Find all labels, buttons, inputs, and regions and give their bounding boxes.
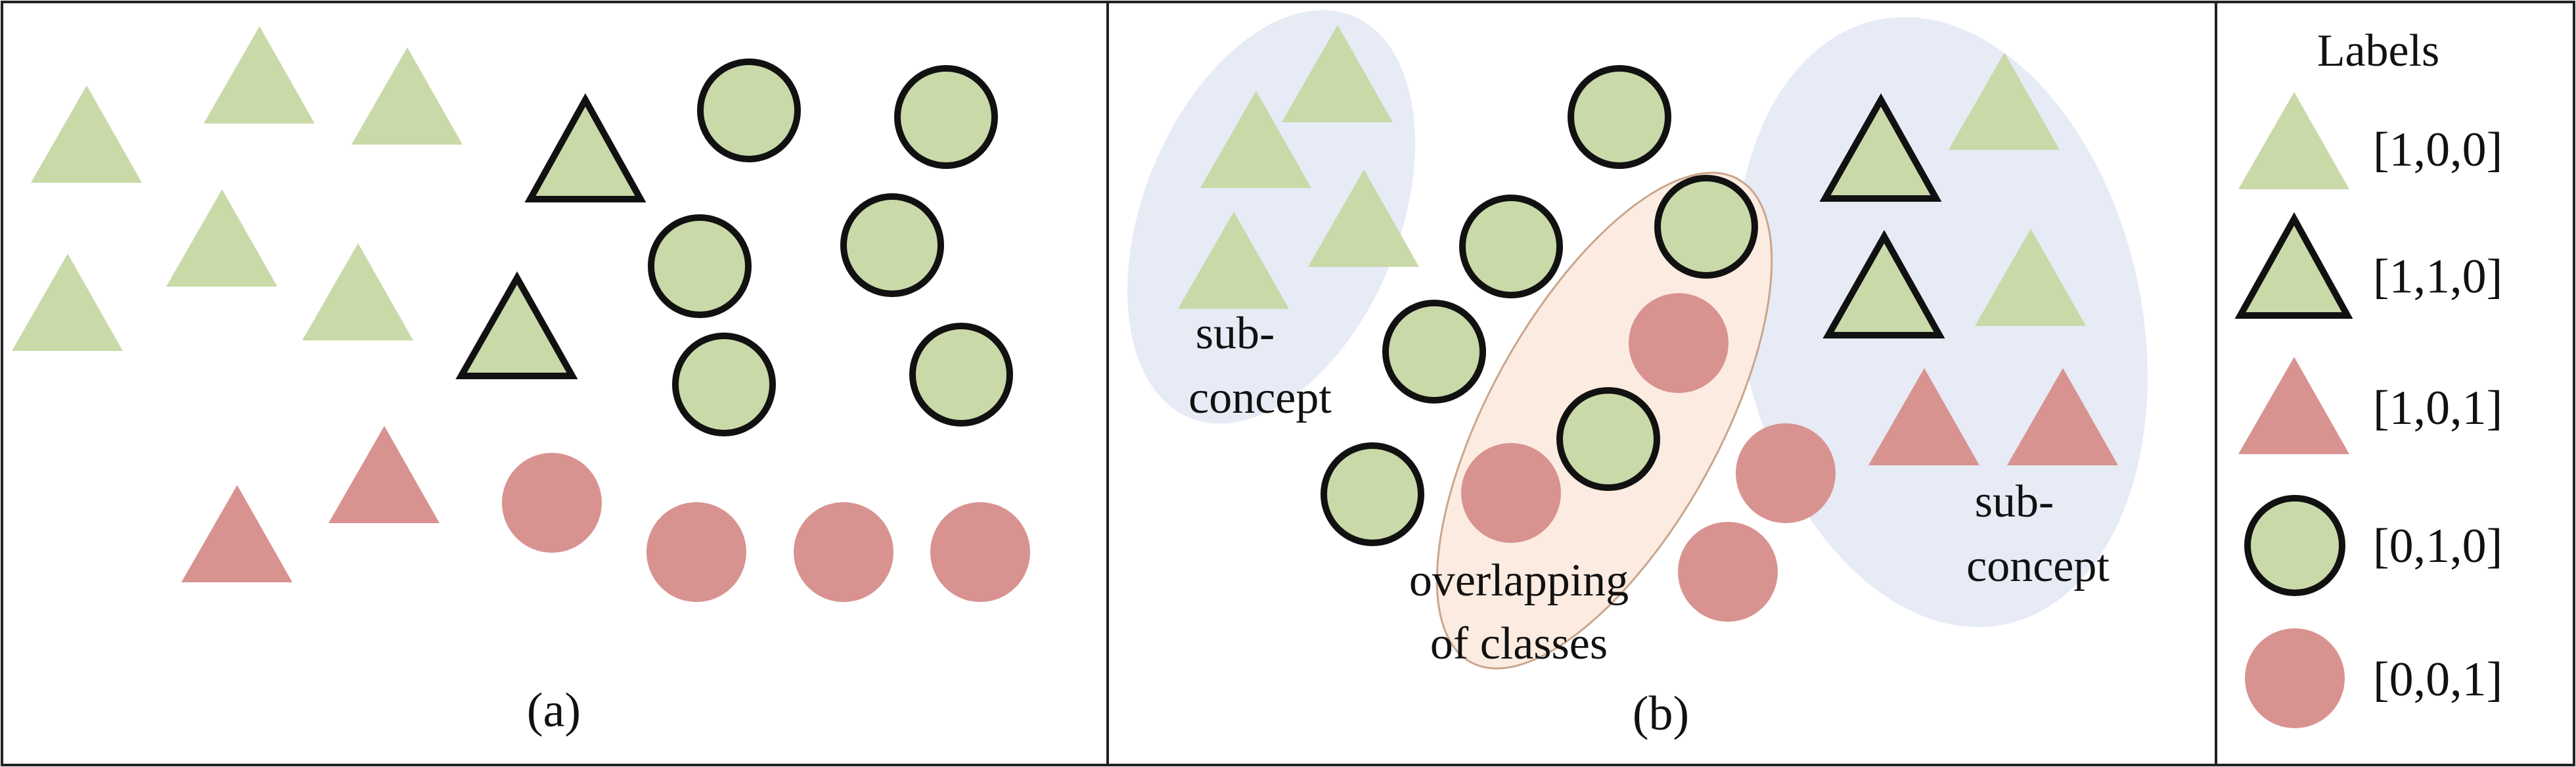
subconcept-right-label-line1: sub- xyxy=(1975,476,2054,527)
circle-red xyxy=(1736,423,1836,523)
circle-red xyxy=(794,502,893,602)
circle-green-outlined xyxy=(1568,65,1671,169)
circle-green-outlined xyxy=(840,193,944,297)
circle-green-outlined xyxy=(1654,175,1758,279)
legend-code-2: [1,1,0] xyxy=(2373,250,2502,304)
subconcept-left-label-line2: concept xyxy=(1188,373,1332,423)
legend-code-1: [1,0,0] xyxy=(2373,123,2502,177)
circle-green-outlined xyxy=(894,65,998,169)
triangle-green-outlined xyxy=(1819,93,1942,202)
triangle-red xyxy=(328,426,440,523)
circle-green-outlined xyxy=(1382,300,1486,404)
legend-item-3: [1,0,1] xyxy=(2238,357,2502,454)
subconcept-right-label-line2: concept xyxy=(1966,541,2110,592)
caption-b: (b) xyxy=(1633,687,1689,741)
triangle-green xyxy=(31,85,142,183)
triangle-green xyxy=(1178,212,1289,309)
triangle-red xyxy=(181,485,292,582)
triangle-green xyxy=(1282,25,1393,122)
circle-red xyxy=(502,453,602,553)
legend-item-2: [1,1,0] xyxy=(2234,212,2502,319)
circle-green-outlined xyxy=(648,214,752,318)
circle-green-outlined xyxy=(1556,387,1660,491)
triangle-green xyxy=(166,189,277,287)
triangle-green xyxy=(204,26,315,124)
triangle-green-outlined xyxy=(524,93,646,202)
triangle-green xyxy=(12,254,123,351)
triangle-red xyxy=(2238,357,2349,454)
panel-b: sub- concept sub- concept overlapping of… xyxy=(1127,10,2148,741)
triangle-red xyxy=(2007,368,2118,465)
circle-red xyxy=(930,502,1030,602)
circle-green-outlined xyxy=(909,323,1013,427)
triangle-green xyxy=(1949,53,2060,150)
legend-item-5: [0,0,1] xyxy=(2245,628,2502,728)
legend-item-1: [1,0,0] xyxy=(2238,92,2502,189)
triangle-red xyxy=(1868,368,1979,465)
triangle-green-outlined xyxy=(455,271,578,379)
circle-red xyxy=(1678,522,1778,622)
circle-red xyxy=(2245,628,2345,728)
circle-red xyxy=(646,502,746,602)
circle-green-outlined xyxy=(1321,442,1424,546)
overlap-label-line1: overlapping xyxy=(1409,555,1629,606)
circle-red xyxy=(1461,443,1561,543)
legend-title: Labels xyxy=(2317,26,2440,76)
triangle-green xyxy=(2238,92,2349,189)
triangle-green-outlined xyxy=(2234,212,2353,319)
caption-a: (a) xyxy=(527,684,581,737)
circle-green-outlined xyxy=(672,333,776,436)
circle-green-outlined xyxy=(697,58,801,162)
panel-a: (a) xyxy=(12,26,1030,737)
triangle-green xyxy=(1200,91,1311,188)
triangle-green xyxy=(1308,170,1419,267)
triangle-green xyxy=(351,47,463,145)
circle-green-outlined xyxy=(2244,495,2345,596)
legend-item-4: [0,1,0] xyxy=(2244,495,2502,596)
triangle-green xyxy=(302,243,413,340)
legend: Labels [1,0,0] [1,1,0] [1,0,1] [0,1,0] [… xyxy=(2234,26,2502,728)
legend-code-3: [1,0,1] xyxy=(2373,381,2502,435)
triangle-green xyxy=(1975,229,2086,326)
legend-code-5: [0,0,1] xyxy=(2373,653,2502,707)
overlap-label-line2: of classes xyxy=(1430,618,1608,669)
circle-green-outlined xyxy=(1459,195,1563,298)
circle-red xyxy=(1629,293,1729,393)
legend-code-4: [0,1,0] xyxy=(2373,519,2502,573)
subconcept-left-label-line1: sub- xyxy=(1196,308,1275,359)
triangle-green-outlined xyxy=(1822,229,1945,338)
